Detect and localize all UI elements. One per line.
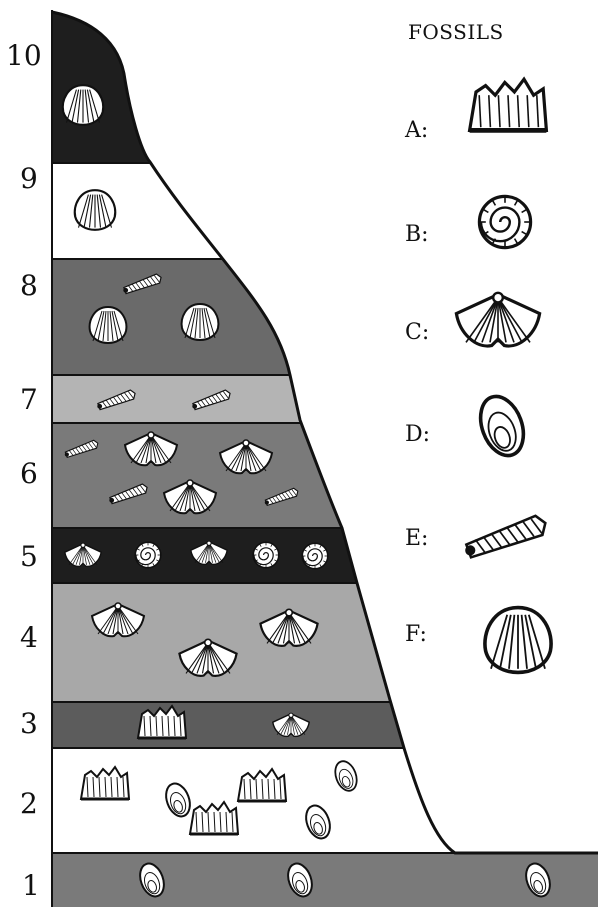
layer-number-5: 5 xyxy=(20,543,38,571)
layer-number-8: 8 xyxy=(20,272,38,300)
fossil-f-in-layer-8 xyxy=(182,304,219,340)
layer-number-1: 1 xyxy=(22,872,40,900)
fossil-b-in-layer-5 xyxy=(302,543,328,569)
fossil-f-in-layer-10 xyxy=(63,85,103,125)
layer-3-band xyxy=(52,702,598,748)
layer-number-6: 6 xyxy=(20,460,38,488)
legend-icon-mussel xyxy=(473,390,531,461)
layer-10-band xyxy=(52,10,598,163)
legend-label-a: A: xyxy=(405,118,428,143)
fossil-b-in-layer-5 xyxy=(253,542,279,568)
fossil-f-in-layer-8 xyxy=(90,307,127,343)
legend-icon-ribbed-clam xyxy=(485,608,551,673)
legend-icon-ammonite xyxy=(479,196,530,247)
legend-label-b: B: xyxy=(405,222,429,247)
legend-label-d: D: xyxy=(405,422,430,447)
fossil-f-in-layer-9 xyxy=(75,190,115,230)
layer-number-2: 2 xyxy=(20,790,38,818)
legend-label-e: E: xyxy=(405,526,428,551)
legend-icon-crinoid-stem-fragment xyxy=(470,79,547,130)
legend-label-f: F: xyxy=(405,622,427,647)
legend-title: FOSSILS xyxy=(408,20,504,44)
layer-1-band xyxy=(52,853,598,907)
layer-number-10: 10 xyxy=(6,42,42,70)
legend-label-c: C: xyxy=(405,320,429,345)
layer-number-3: 3 xyxy=(20,710,38,738)
layer-number-4: 4 xyxy=(20,624,38,652)
fossil-b-in-layer-5 xyxy=(135,542,161,568)
layer-number-7: 7 xyxy=(20,386,38,414)
layer-number-9: 9 xyxy=(20,165,38,193)
legend-icon-gastropod-cone xyxy=(464,513,549,560)
legend-icon-fan-brachiopod xyxy=(456,293,539,346)
